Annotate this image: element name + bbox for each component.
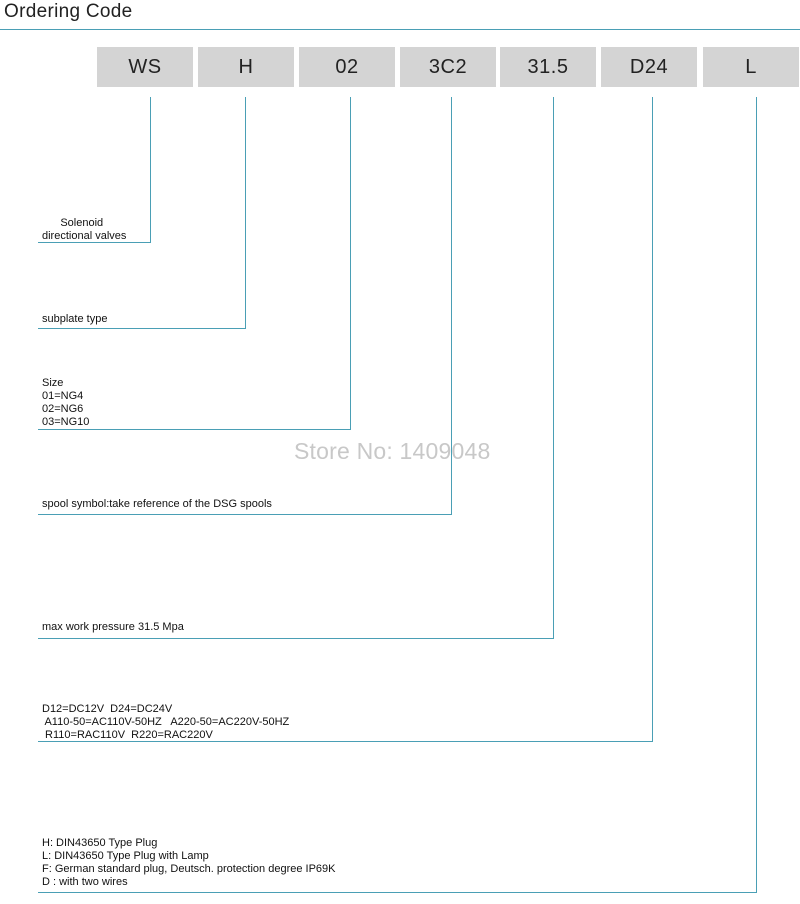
label-spool: spool symbol:take reference of the DSG s… [42,498,272,510]
code-box-mounting: H [198,47,294,87]
label-size: Size 01=NG4 02=NG6 03=NG10 [42,377,90,428]
label-voltage: D12=DC12V D24=DC24V A110-50=AC110V-50HZ … [42,703,290,741]
code-box-voltage: D24 [601,47,697,87]
code-box-series: WS [97,47,193,87]
page-title: Ordering Code [4,1,133,22]
code-box-size: 02 [299,47,395,87]
label-plug: H: DIN43650 Type Plug L: DIN43650 Type P… [42,837,336,888]
title-divider [0,29,800,30]
label-pressure: max work pressure 31.5 Mpa [42,621,184,633]
code-box-spool: 3C2 [400,47,496,87]
label-mounting: subplate type [42,313,108,325]
store-watermark: Store No: 1409048 [294,438,491,464]
code-box-pressure: 31.5 [500,47,596,87]
code-box-plug: L [703,47,799,87]
label-series: Solenoid directional valves [42,217,127,242]
